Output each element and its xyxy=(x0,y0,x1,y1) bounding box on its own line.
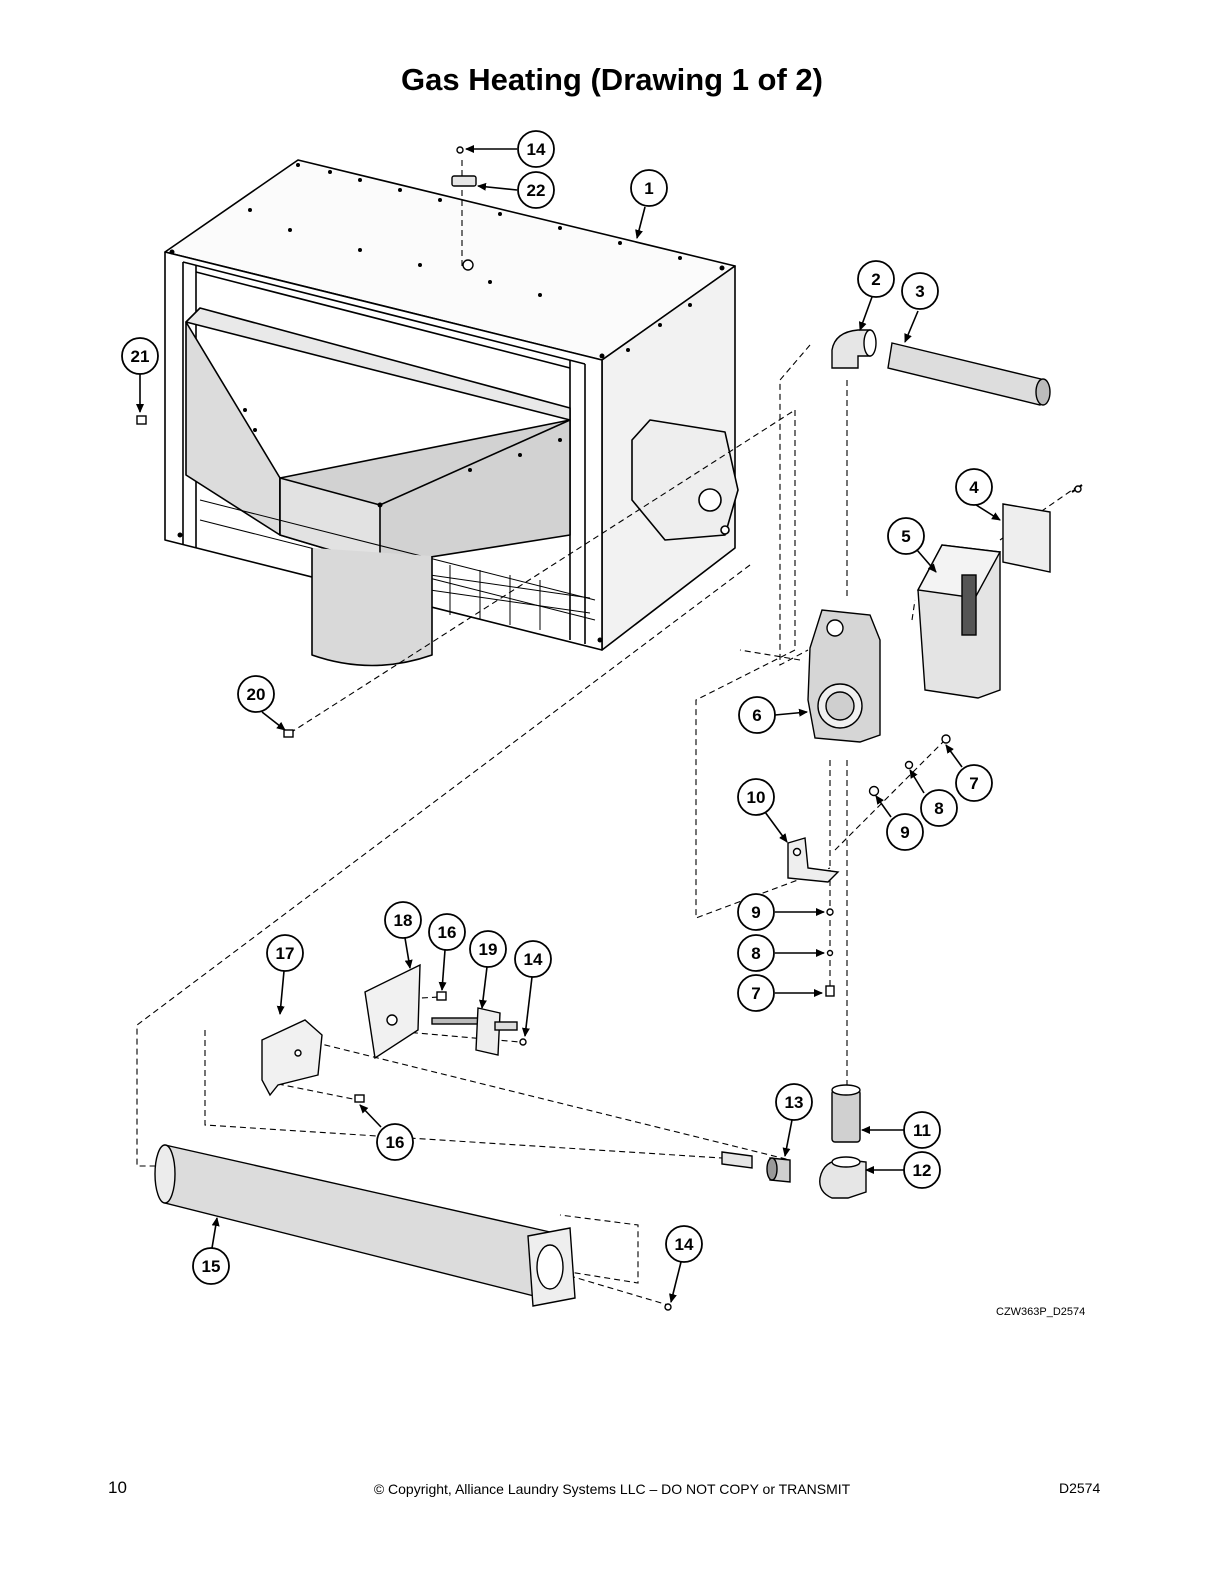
svg-text:6: 6 xyxy=(752,706,761,725)
svg-text:14: 14 xyxy=(524,950,543,969)
callout-10: 10 xyxy=(737,778,775,816)
document-code: D2574 xyxy=(1059,1480,1101,1496)
callout-7-right: 7 xyxy=(955,764,993,802)
burner-housing-cabinet xyxy=(164,159,739,667)
callout-20: 20 xyxy=(237,675,275,713)
callout-8-lower: 8 xyxy=(737,934,775,972)
svg-text:9: 9 xyxy=(900,823,909,842)
svg-text:17: 17 xyxy=(276,944,295,963)
callout-9-right: 9 xyxy=(886,813,924,851)
svg-text:7: 7 xyxy=(751,984,760,1003)
callout-14-bottom: 14 xyxy=(665,1225,703,1263)
svg-text:3: 3 xyxy=(915,282,924,301)
svg-text:2: 2 xyxy=(871,270,880,289)
copyright-notice: © Copyright, Alliance Laundry Systems LL… xyxy=(373,1481,851,1497)
svg-text:8: 8 xyxy=(751,944,760,963)
callout-11: 11 xyxy=(903,1111,941,1149)
svg-text:22: 22 xyxy=(527,181,546,200)
callout-17: 17 xyxy=(266,934,304,972)
callout-6: 6 xyxy=(738,696,776,734)
callout-19: 19 xyxy=(469,930,507,968)
callout-16-lower: 16 xyxy=(376,1123,414,1161)
callout-leader-arrows xyxy=(136,145,1001,1303)
cabinet-fastener-dots xyxy=(169,163,725,643)
svg-text:10: 10 xyxy=(747,788,766,807)
callout-16-upper: 16 xyxy=(428,913,466,951)
callout-14-top: 14 xyxy=(517,130,555,168)
page-title: Gas Heating (Drawing 1 of 2) xyxy=(400,62,823,97)
callout-4: 4 xyxy=(955,468,993,506)
svg-text:13: 13 xyxy=(785,1093,804,1112)
callout-12: 12 xyxy=(903,1151,941,1189)
svg-text:20: 20 xyxy=(247,685,266,704)
callout-8-right: 8 xyxy=(920,789,958,827)
svg-text:9: 9 xyxy=(751,903,760,922)
svg-text:1: 1 xyxy=(644,179,653,198)
small-parts xyxy=(136,146,1083,1311)
svg-text:14: 14 xyxy=(527,140,546,159)
callout-2: 2 xyxy=(857,260,895,298)
callout-15: 15 xyxy=(192,1247,230,1285)
callout-5: 5 xyxy=(887,517,925,555)
svg-text:16: 16 xyxy=(438,923,457,942)
svg-text:19: 19 xyxy=(479,940,498,959)
callout-14-middle: 14 xyxy=(514,940,552,978)
callout-9-lower: 9 xyxy=(737,893,775,931)
callout-13: 13 xyxy=(775,1083,813,1121)
callout-7-lower: 7 xyxy=(737,974,775,1012)
svg-text:14: 14 xyxy=(675,1235,694,1254)
svg-text:18: 18 xyxy=(394,911,413,930)
callout-3: 3 xyxy=(901,272,939,310)
callout-21: 21 xyxy=(121,337,159,375)
svg-text:15: 15 xyxy=(202,1257,221,1276)
svg-text:4: 4 xyxy=(969,478,979,497)
svg-text:7: 7 xyxy=(969,774,978,793)
page-number: 10 xyxy=(108,1478,127,1497)
svg-text:11: 11 xyxy=(913,1121,931,1140)
callout-18: 18 xyxy=(384,901,422,939)
svg-text:5: 5 xyxy=(901,527,910,546)
callout-1: 1 xyxy=(630,169,668,207)
svg-text:21: 21 xyxy=(131,347,150,366)
svg-text:12: 12 xyxy=(913,1161,932,1180)
drawing-code: CZW363P_D2574 xyxy=(996,1306,1086,1318)
svg-text:16: 16 xyxy=(386,1133,405,1152)
svg-text:8: 8 xyxy=(934,799,943,818)
callout-22: 22 xyxy=(517,171,555,209)
callout-bubbles: 14 22 1 2 3 21 4 5 6 20 7 8 9 10 9 8 7 1… xyxy=(121,130,993,1285)
